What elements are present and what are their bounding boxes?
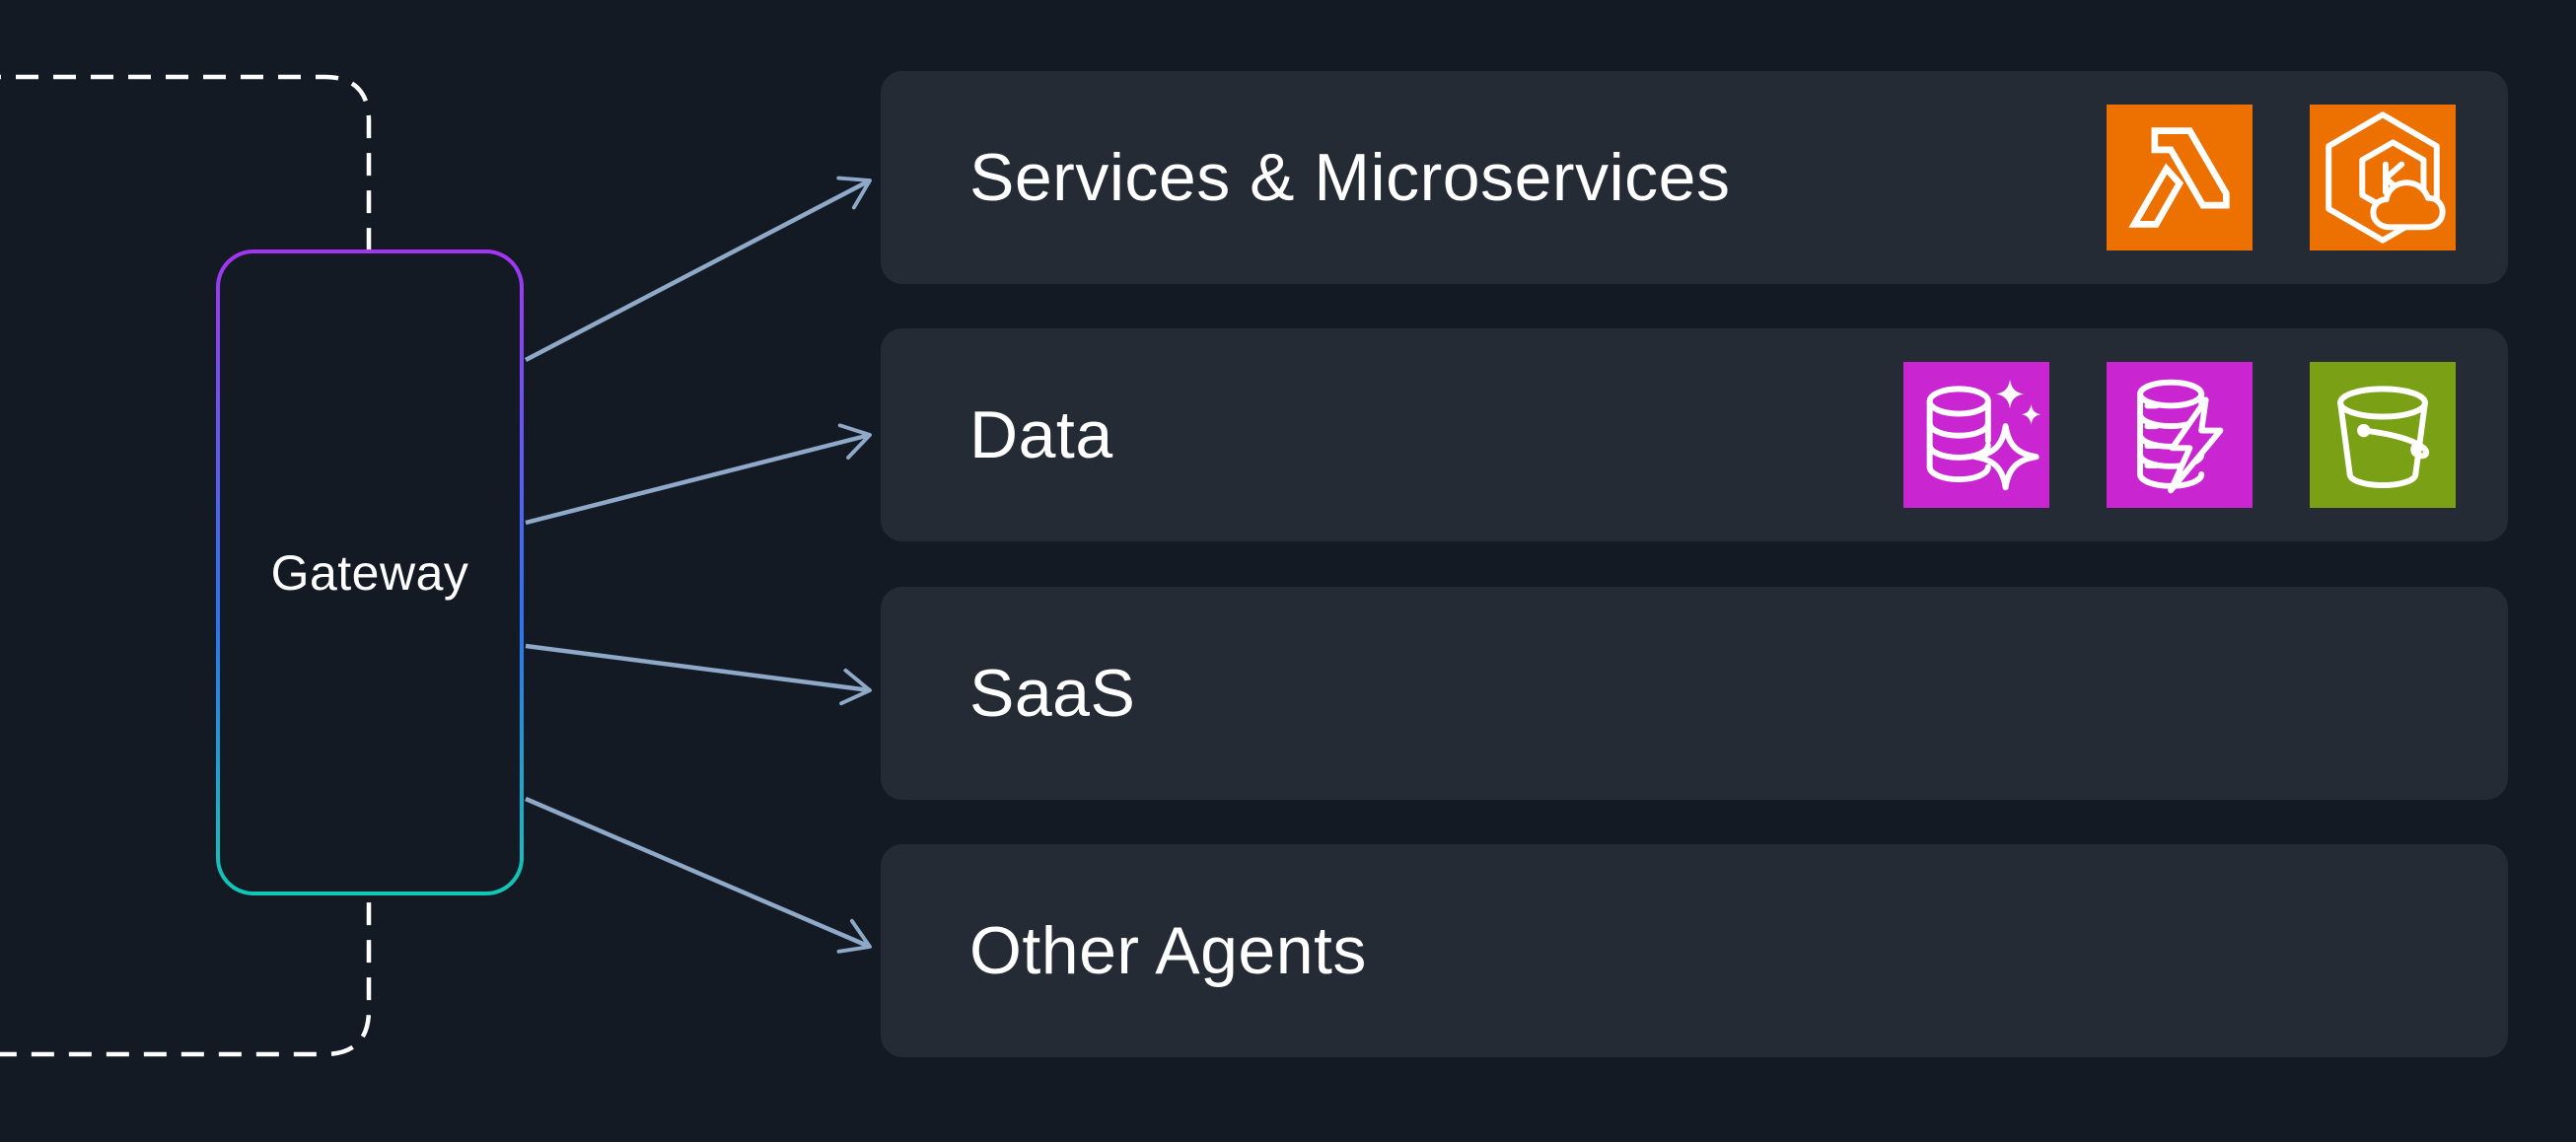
panel-saas: SaaS [881, 587, 2508, 800]
panel-services-icons [2107, 105, 2456, 250]
panel-data: Data [881, 328, 2508, 541]
arrow-to-saas [525, 643, 872, 706]
panel-services-microservices: Services & Microservices [881, 71, 2508, 284]
s3-bucket-icon [2310, 362, 2456, 508]
amazon-eks-icon [2310, 105, 2456, 250]
arrow-to-other-agents [525, 796, 872, 954]
gateway-node: Gateway [216, 250, 524, 895]
panel-label: SaaS [969, 656, 1136, 731]
database-sparkle-icon [1903, 362, 2049, 508]
panel-label: Services & Microservices [969, 140, 1731, 215]
database-lightning-icon [2107, 362, 2253, 508]
panel-data-icons [1903, 362, 2456, 508]
panel-label: Data [969, 397, 1113, 472]
arrow-to-data [525, 423, 872, 526]
panel-label: Other Agents [969, 913, 1367, 988]
aws-lambda-icon [2107, 105, 2253, 250]
arrow-to-services [524, 176, 872, 362]
gateway-label: Gateway [270, 544, 469, 601]
gateway-node-body: Gateway [220, 253, 520, 892]
panel-other-agents: Other Agents [881, 844, 2508, 1057]
